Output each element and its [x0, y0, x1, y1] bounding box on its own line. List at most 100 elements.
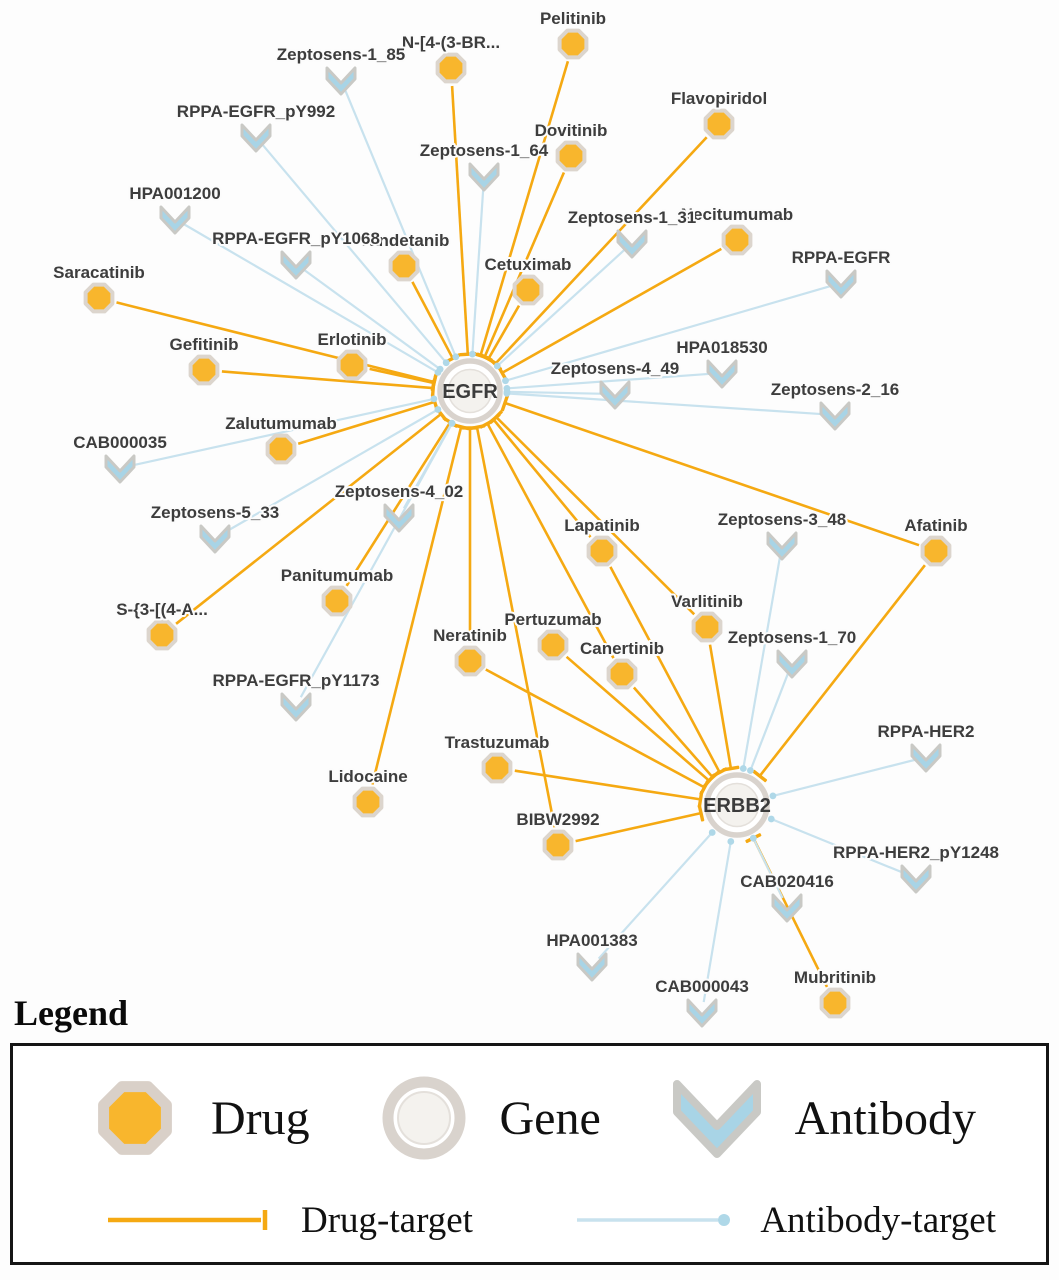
antibody-chevron-icon	[383, 503, 415, 533]
drug-octagon-icon	[352, 786, 384, 818]
node-dovitinib[interactable]	[555, 140, 587, 172]
node-label-varlitinib: Varlitinib	[671, 592, 743, 611]
drug-octagon-icon	[83, 282, 115, 314]
node-bibw2992[interactable]	[542, 829, 574, 861]
edge-zeptosens-1_85-EGFR	[343, 88, 460, 361]
node-flavopiridol[interactable]	[703, 108, 735, 140]
node-zeptosens-1_64[interactable]	[468, 162, 500, 192]
node-zeptosens-4_49[interactable]	[599, 380, 631, 410]
node-label-cab020416: CAB020416	[740, 872, 834, 891]
node-zalutumumab[interactable]	[265, 433, 297, 465]
edge-pelitinib-EGFR	[472, 60, 570, 360]
edge-zeptosens-2_16-EGFR	[503, 389, 826, 416]
node-label-zeptosens-1_85: Zeptosens-1_85	[277, 45, 406, 64]
edge-layer	[116, 60, 926, 1003]
drug-octagon-icon	[691, 611, 723, 643]
node-label-rppa-egfr_py992: RPPA-EGFR_pY992	[177, 102, 335, 121]
drug-octagon-icon	[819, 987, 851, 1019]
node-trastuzumab[interactable]	[481, 752, 513, 784]
node-label-saracatinib: Saracatinib	[53, 263, 145, 282]
antibody-chevron-icon	[280, 250, 312, 280]
node-pelitinib[interactable]	[557, 28, 589, 60]
legend-box: Drug Gene Antibody	[10, 1043, 1049, 1265]
node-zeptosens-1_85[interactable]	[325, 66, 357, 96]
edge-lidocaine-EGFR	[371, 423, 470, 785]
node-varlitinib[interactable]	[691, 611, 723, 643]
node-zeptosens-5_33[interactable]	[199, 524, 231, 554]
drug-octagon-icon	[146, 619, 178, 651]
node-rppa-her2_py1248[interactable]	[900, 864, 932, 894]
node-afatinib[interactable]	[920, 535, 952, 567]
legend-label-drug-target: Drug-target	[301, 1199, 473, 1241]
antibody-chevron-icon	[159, 205, 191, 235]
node-label-rppa-her2_py1248: RPPA-HER2_pY1248	[833, 843, 999, 862]
node-rppa-her2[interactable]	[910, 743, 942, 773]
node-lapatinib[interactable]	[586, 535, 618, 567]
drug-octagon-icon	[586, 535, 618, 567]
drug-octagon-icon	[265, 433, 297, 465]
node-zeptosens-4_02[interactable]	[383, 503, 415, 533]
node-zeptosens-3_48[interactable]	[766, 531, 798, 561]
drug-octagon-icon	[557, 28, 589, 60]
node-rppa-egfr_py1068[interactable]	[280, 250, 312, 280]
node-ERBB2[interactable]: ERBB2	[703, 772, 771, 838]
edge-gefitinib-EGFR	[221, 370, 436, 397]
node-necitumumab[interactable]	[721, 224, 753, 256]
legend-title: Legend	[14, 993, 129, 1033]
node-label-n4-3br: N-[4-(3-BR...	[402, 33, 500, 52]
node-zeptosens-2_16[interactable]	[819, 401, 851, 431]
gene-label-ERBB2: ERBB2	[703, 795, 771, 817]
node-cab000035[interactable]	[104, 454, 136, 484]
node-saracatinib[interactable]	[83, 282, 115, 314]
antibody-chevron-icon	[686, 998, 718, 1028]
legend-label-drug: Drug	[211, 1091, 310, 1145]
drug-octagon-icon	[721, 224, 753, 256]
node-rppa-egfr_py1173[interactable]	[280, 692, 312, 722]
node-hpa001383[interactable]	[576, 952, 608, 982]
legend-item-antibody-target: Antibody-target	[574, 1199, 996, 1242]
drug-octagon-icon	[188, 354, 220, 386]
drug-octagon-icon	[388, 250, 420, 282]
edge-varlitinib-EGFR	[489, 410, 696, 616]
node-erlotinib[interactable]	[336, 349, 368, 381]
node-EGFR[interactable]: EGFR	[437, 358, 503, 424]
node-neratinib[interactable]	[454, 645, 486, 677]
node-hpa001200[interactable]	[159, 205, 191, 235]
node-mubritinib[interactable]	[819, 987, 851, 1019]
node-s3-4a[interactable]	[146, 619, 178, 651]
node-rppa-egfr_py992[interactable]	[240, 123, 272, 153]
edge-zeptosens-1_31-EGFR	[493, 248, 626, 370]
antibody-chevron-icon	[766, 531, 798, 561]
node-pertuzumab[interactable]	[537, 629, 569, 661]
node-panitumumab[interactable]	[321, 585, 353, 617]
node-zeptosens-1_70[interactable]	[776, 649, 808, 679]
node-vandetanib[interactable]	[388, 250, 420, 282]
node-hpa018530[interactable]	[706, 359, 738, 389]
edge-hpa001383-ERBB2	[597, 829, 716, 960]
antibody-chevron-icon	[900, 864, 932, 894]
legend-item-drug: Drug	[85, 1068, 310, 1168]
node-label-dovitinib: Dovitinib	[535, 121, 608, 140]
drug-octagon-icon	[512, 274, 544, 306]
node-gefitinib[interactable]	[188, 354, 220, 386]
node-lidocaine[interactable]	[352, 786, 384, 818]
antibody-chevron-icon	[325, 66, 357, 96]
node-n4-3br[interactable]	[435, 52, 467, 84]
antibody-chevron-icon	[910, 743, 942, 773]
node-cab020416[interactable]	[771, 893, 803, 923]
node-label-vandetanib: Vandetanib	[359, 231, 450, 250]
node-label-zeptosens-1_70: Zeptosens-1_70	[728, 628, 857, 647]
node-label-rppa-egfr_py1068: RPPA-EGFR_pY1068	[212, 229, 380, 248]
drug-octagon-icon	[537, 629, 569, 661]
node-zeptosens-1_31[interactable]	[616, 229, 648, 259]
edge-saracatinib-EGFR	[116, 301, 438, 391]
drug-octagon-icon	[336, 349, 368, 381]
node-cetuximab[interactable]	[512, 274, 544, 306]
node-rppa-egfr[interactable]	[825, 269, 857, 299]
node-canertinib[interactable]	[606, 658, 638, 690]
node-cab000043[interactable]	[686, 998, 718, 1028]
antibody-chevron-icon	[599, 380, 631, 410]
node-label-zeptosens-1_31: Zeptosens-1_31	[568, 208, 697, 227]
node-label-panitumumab: Panitumumab	[281, 566, 393, 585]
